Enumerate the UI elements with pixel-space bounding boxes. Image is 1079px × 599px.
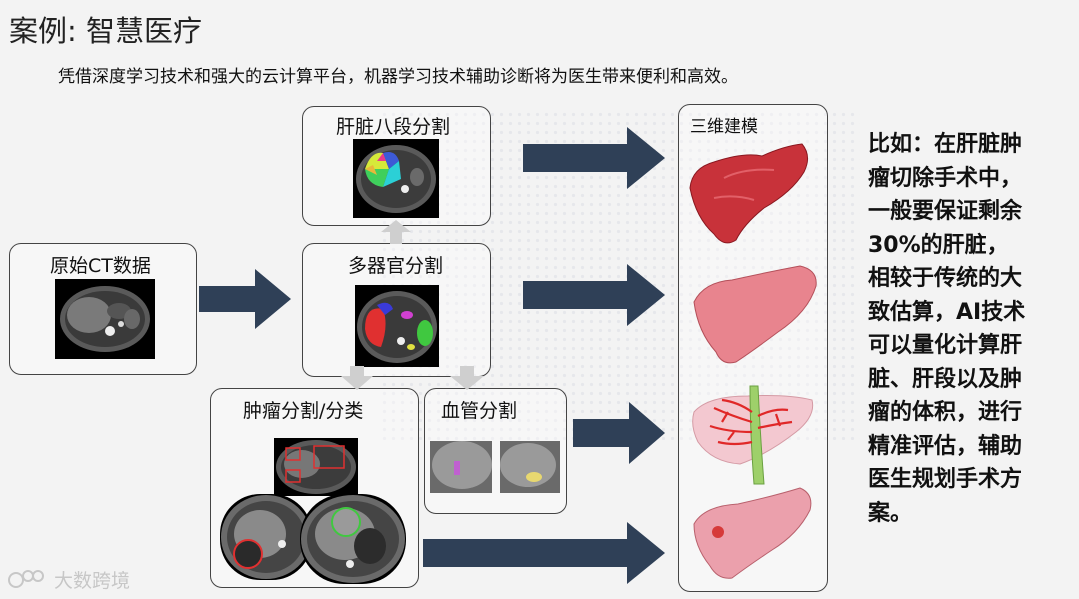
side-line: 精准评估，辅助 [868, 430, 1078, 464]
watermark-logo-icon [8, 568, 48, 592]
tumor-image-top [274, 438, 358, 496]
liver-model-dark [684, 138, 818, 250]
tumor-label: 肿瘤分割/分类 [243, 396, 363, 423]
tumor-image-left [220, 494, 312, 580]
liver-segment-image [353, 139, 439, 218]
side-line: 一般要保证剩余 [868, 195, 1078, 229]
vessel-image-right [500, 441, 560, 493]
tumor-image-right [300, 494, 406, 584]
arrow-tumor-to-model [423, 522, 665, 584]
arrow-raw-to-multi [199, 269, 291, 329]
side-line: 相较于传统的大 [868, 262, 1078, 296]
liver-model-pink [688, 262, 822, 370]
side-line: 比如：在肝脏肿 [868, 128, 1078, 162]
side-line: 30%的肝脏， [868, 229, 1078, 263]
side-line: 致估算，AI技术 [868, 296, 1078, 330]
arrow-multi-to-liver-segment [381, 220, 411, 244]
arrow-vessel-to-model [573, 402, 665, 464]
side-line: 脏、肝段以及肿 [868, 363, 1078, 397]
side-line: 瘤切除手术中， [868, 162, 1078, 196]
liver-vessel-model [688, 382, 822, 486]
liver-segment-label: 肝脏八段分割 [336, 112, 450, 139]
watermark-text: 大数跨境 [54, 566, 130, 593]
side-line: 案。 [868, 497, 1078, 531]
vessel-image-left [430, 441, 492, 493]
multi-organ-label: 多器官分割 [348, 251, 443, 278]
side-line: 瘤的体积，进行 [868, 396, 1078, 430]
page-title: 案例: 智慧医疗 [9, 8, 202, 50]
arrow-multi-organ-to-model [523, 264, 665, 326]
arrow-liver-segment-to-model [523, 127, 665, 189]
raw-ct-image [55, 279, 155, 359]
side-line: 医生规划手术方 [868, 463, 1078, 497]
side-line: 可以量化计算肝 [868, 329, 1078, 363]
liver-tumor-model [688, 484, 822, 584]
page-subtitle: 凭借深度学习技术和强大的云计算平台，机器学习技术辅助诊断将为医生带来便利和高效。 [58, 62, 738, 87]
raw-ct-label: 原始CT数据 [50, 251, 151, 278]
arrow-multi-to-tumor [341, 366, 373, 390]
vessel-label: 血管分割 [441, 396, 517, 423]
model3d-label: 三维建模 [690, 112, 758, 137]
watermark: 大数跨境 [8, 566, 130, 593]
arrow-multi-to-vessel [450, 366, 484, 390]
multi-organ-image [355, 285, 439, 367]
side-explanation: 比如：在肝脏肿 瘤切除手术中， 一般要保证剩余 30%的肝脏， 相较于传统的大 … [868, 128, 1078, 530]
